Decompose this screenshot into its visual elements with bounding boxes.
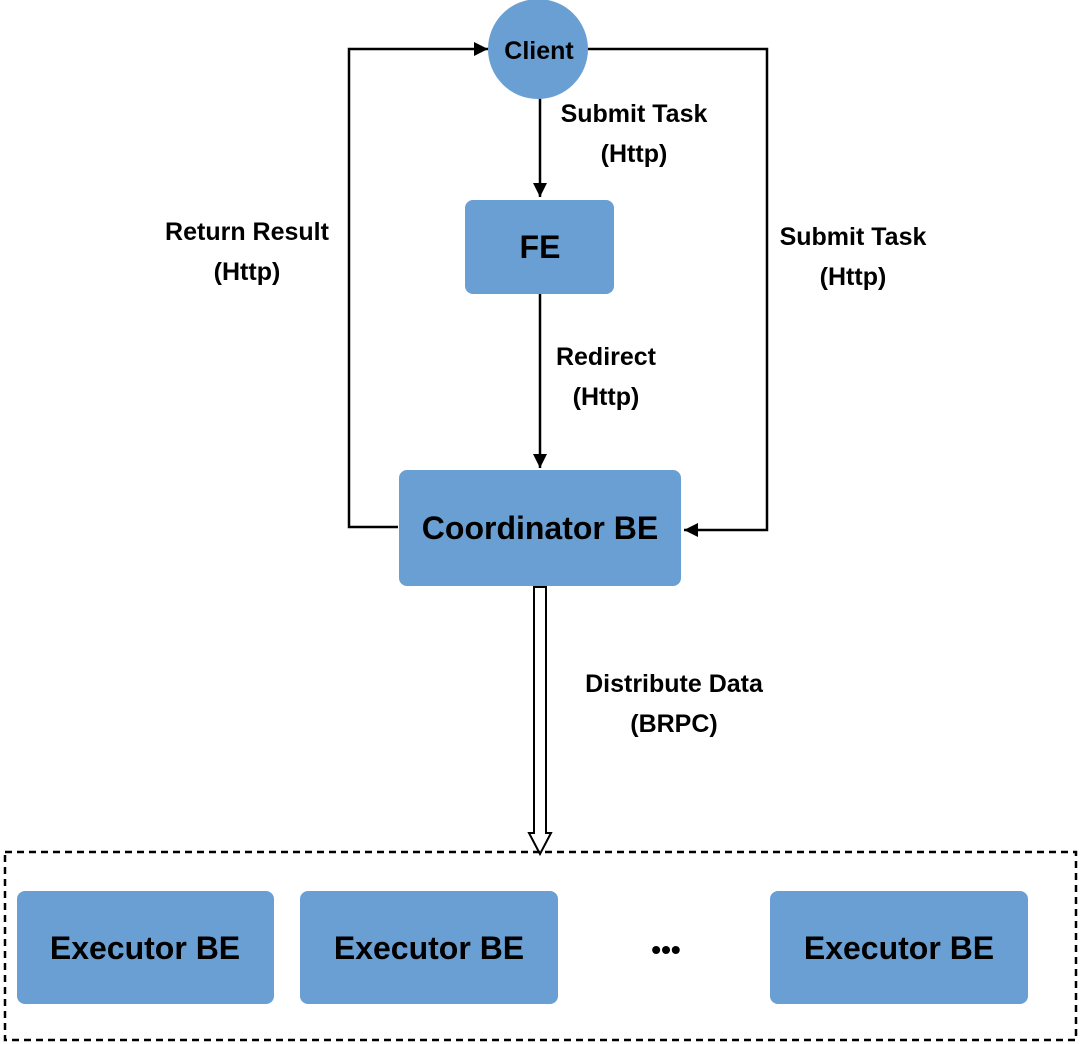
client-node: Client (488, 0, 588, 99)
edge-coordinator-to-client (347, 42, 488, 529)
fe-label: FE (520, 229, 561, 265)
coordinator-box (399, 470, 681, 586)
edge-label-client-to-coordinator-line1: Submit Task (780, 223, 927, 251)
fe-box (465, 200, 614, 294)
executor-box-1 (17, 891, 274, 1004)
edge-client-to-coordinator (588, 47, 769, 537)
executor-group (3, 850, 1078, 1042)
coordinator-node: Coordinator BE (399, 470, 681, 586)
executor-node-1: Executor BE (17, 891, 274, 1004)
edge-coordinator-to-executors (527, 586, 553, 857)
executor-label-2: Executor BE (334, 930, 524, 966)
fe-node: FE (465, 200, 614, 294)
client-label: Client (504, 37, 574, 65)
edge-label-coordinator-to-client-line2: (Http) (214, 258, 281, 286)
executor-label-1: Executor BE (50, 930, 240, 966)
edge-label-client-to-fe-line1: Submit Task (561, 100, 708, 128)
edge-label-client-to-fe-line2: (Http) (601, 140, 668, 168)
executor-node-2: Executor BE (300, 891, 558, 1004)
executor-label-3: Executor BE (804, 930, 994, 966)
edge-label-client-to-coordinator-line2: (Http) (820, 263, 887, 291)
executor-node-3: Executor BE (770, 891, 1028, 1004)
edge-label-coordinator-to-executors-line1: Distribute Data (585, 670, 764, 698)
executor-ellipsis: ••• (651, 934, 680, 965)
edge-label-fe-to-coordinator-line1: Redirect (556, 343, 657, 371)
executor-box-2 (300, 891, 558, 1004)
client-circle (488, 0, 588, 99)
edge-label-coordinator-to-executors-line2: (BRPC) (630, 710, 718, 738)
executor-box-3 (770, 891, 1028, 1004)
edge-label-fe-to-coordinator-line2: (Http) (573, 383, 640, 411)
edge-label-coordinator-to-client-line1: Return Result (165, 218, 330, 246)
coordinator-label: Coordinator BE (422, 510, 658, 546)
